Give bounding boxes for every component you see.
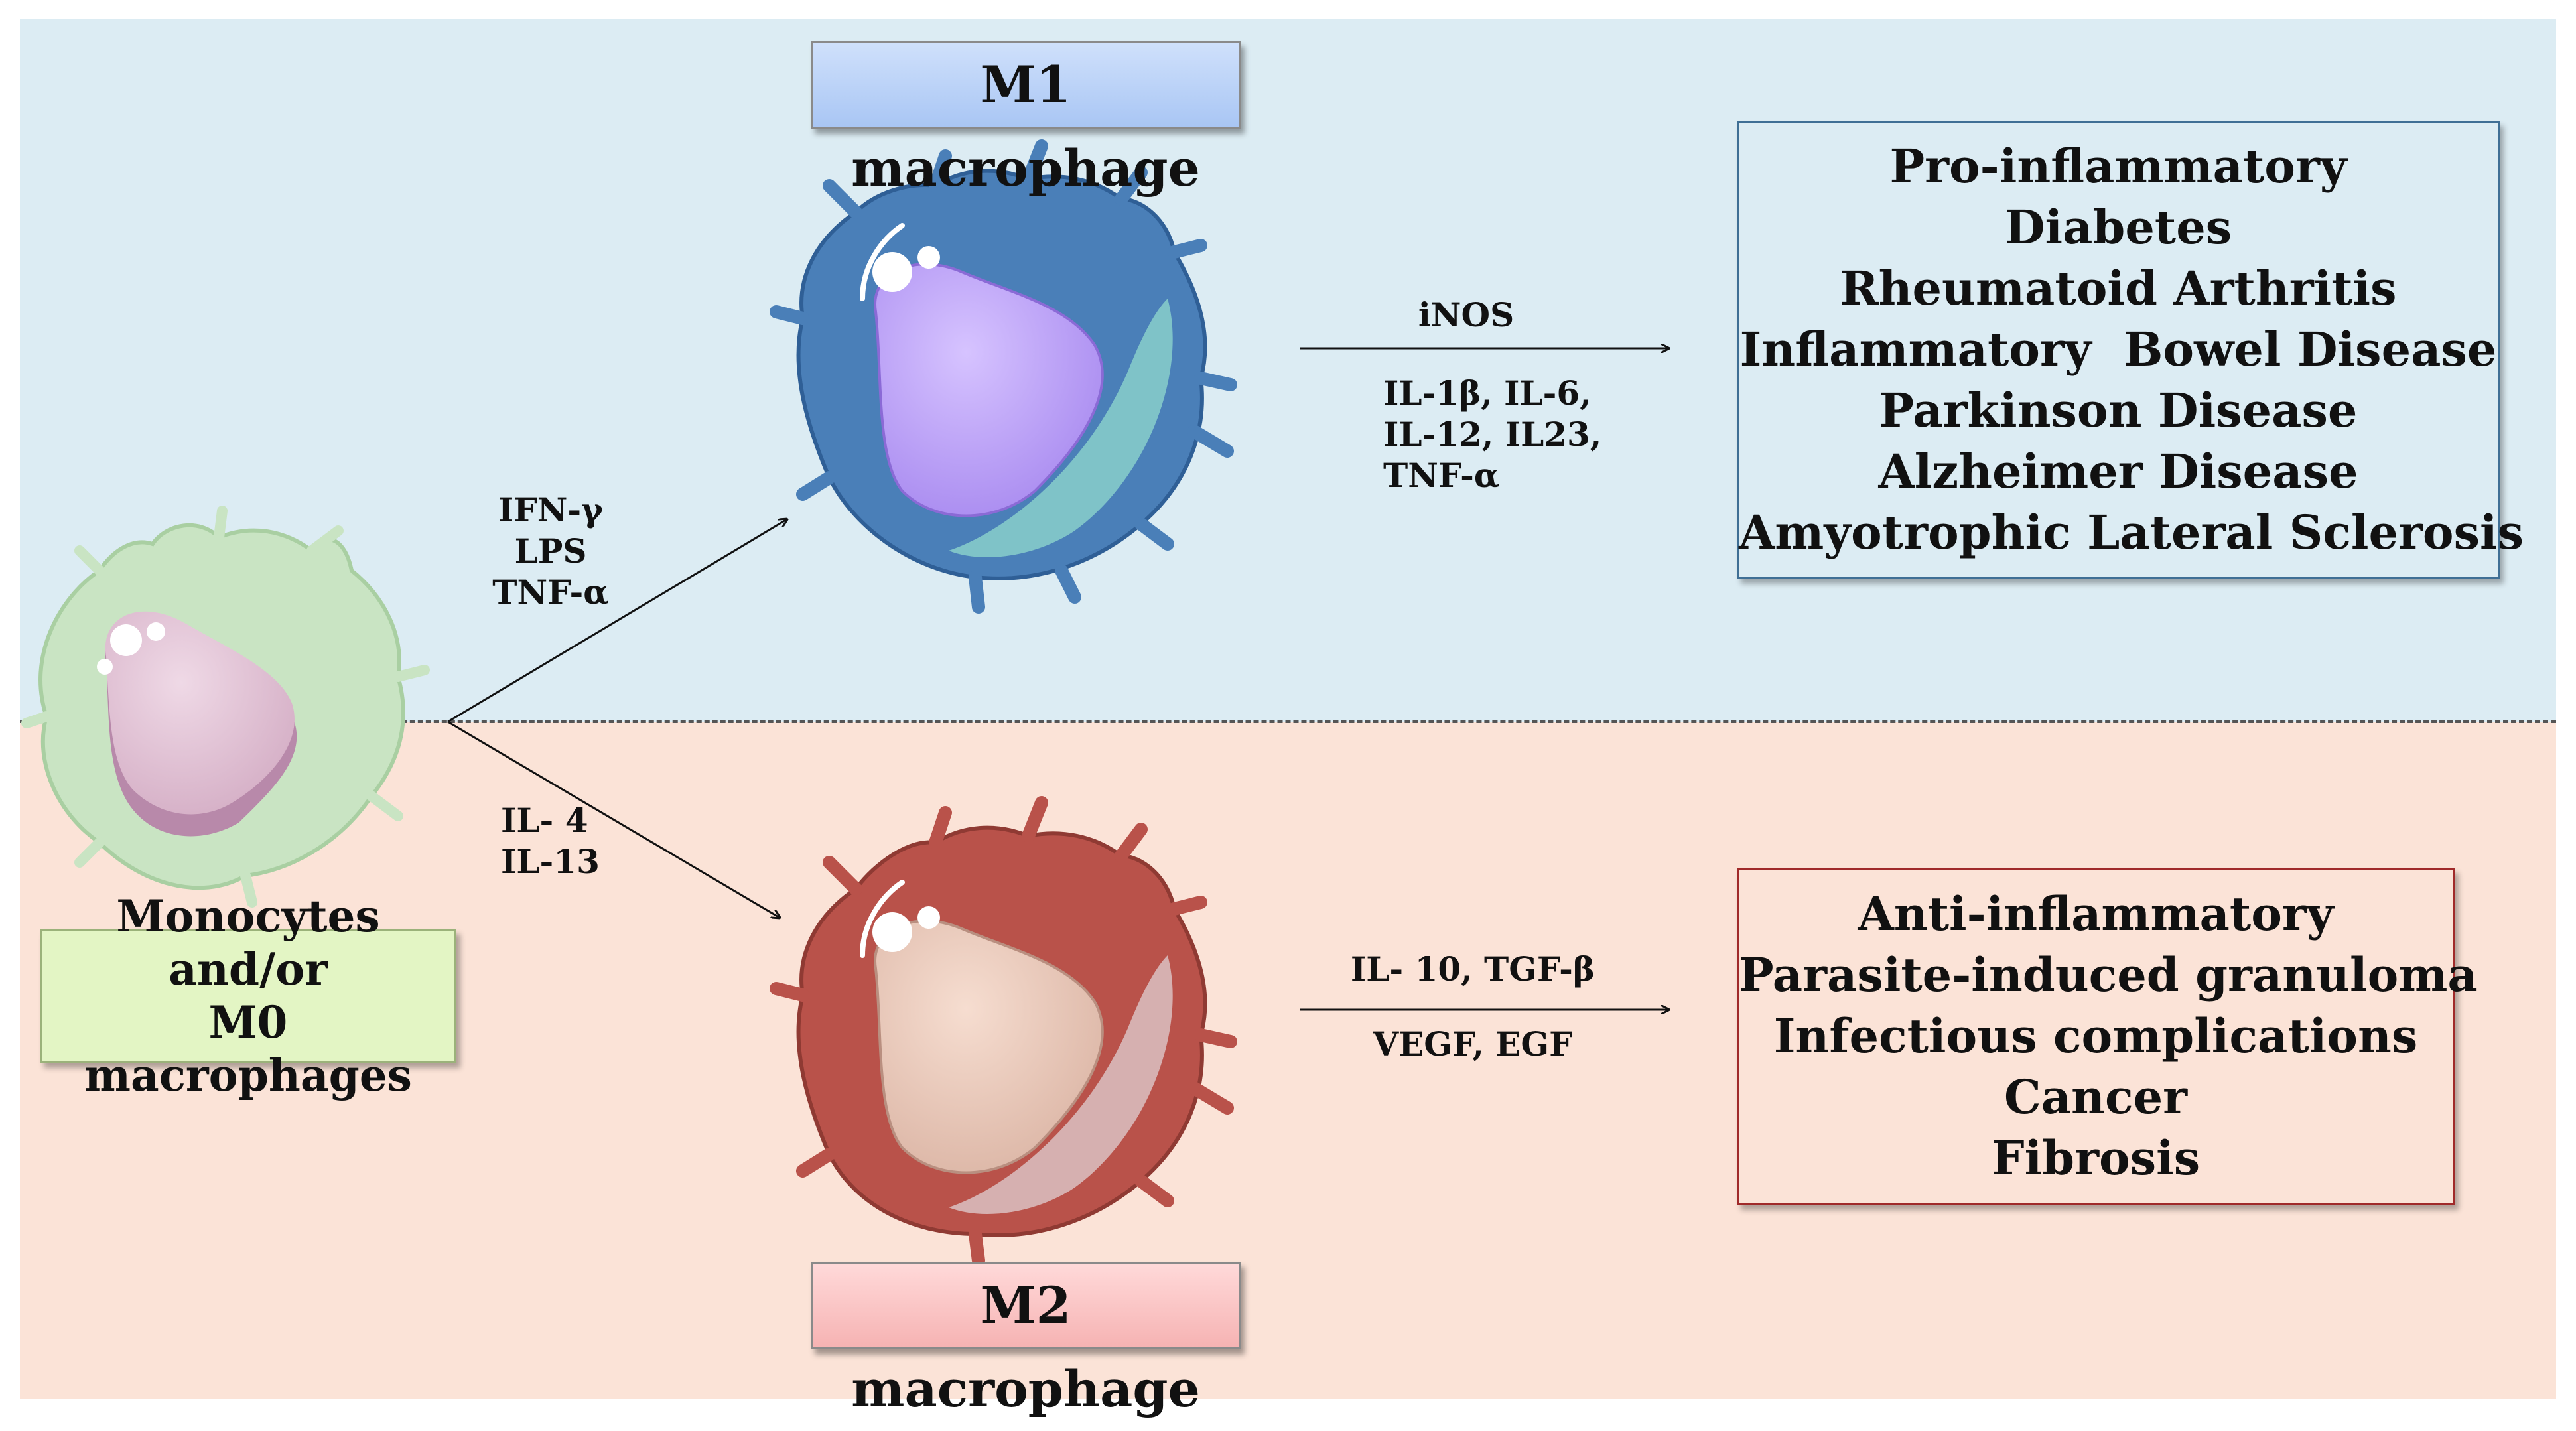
- monocyte-label-line-2: M0 macrophages: [84, 996, 412, 1101]
- m1-disease-item: Inflammatory Bowel Disease: [1739, 322, 2497, 377]
- m2-stimulus: IL-13: [501, 842, 600, 881]
- m1-diseases-box: Pro-inflammatory Diabetes Rheumatoid Art…: [1737, 121, 2524, 579]
- m1-stimulus: LPS: [514, 531, 587, 571]
- m1-disease-item: Diabetes: [2004, 200, 2232, 255]
- m2-macrophage-title: M2 macrophage: [811, 1262, 1241, 1418]
- m1-stimuli-label: IFN-γ LPS TNF-α: [484, 490, 617, 613]
- m1-secreted-top-label: iNOS: [1418, 295, 1515, 334]
- monocyte-cell-icon: [21, 506, 430, 908]
- m1-disease-item: Amyotrophic Lateral Sclerosis: [1739, 505, 2524, 560]
- m1-stimulus: IFN-γ: [498, 490, 604, 529]
- m1-disease-item: Parkinson Disease: [1879, 383, 2358, 438]
- m1-secreted-bottom-label: IL-1β, IL-6, IL-12, IL23, TNF-α: [1383, 373, 1609, 496]
- m2-disease-item: Infectious complications: [1773, 1008, 2418, 1063]
- m2-diseases-box: Anti-inflammatory Parasite-induced granu…: [1737, 868, 2478, 1205]
- m1-cytokine-line: TNF-α: [1383, 456, 1500, 495]
- m1-macrophage-title: M1 macrophage: [811, 41, 1241, 198]
- m1-disease-item: Rheumatoid Arthritis: [1840, 261, 2397, 316]
- monocyte-label-line-1: Monocytes and/or: [116, 890, 380, 995]
- m2-stimulus: IL- 4: [501, 801, 588, 840]
- arrow-to-m1: [447, 519, 787, 723]
- arrow-to-m2: [447, 720, 780, 918]
- m1-cytokine-line: IL-1β, IL-6,: [1383, 374, 1592, 413]
- m2-secreted-top-label: IL- 10, TGF-β: [1350, 949, 1595, 988]
- m2-stimuli-label: IL- 4 IL-13: [501, 800, 634, 882]
- m1-stimulus: TNF-α: [492, 573, 609, 612]
- m2-disease-item: Parasite-induced granuloma: [1739, 947, 2478, 1002]
- m2-disease-item: Fibrosis: [1991, 1130, 2201, 1186]
- m2-secreted-bottom-label: VEGF, EGF: [1373, 1024, 1573, 1063]
- m1-disease-item: Alzheimer Disease: [1878, 444, 2358, 499]
- m2-disease-item: Anti-inflammatory: [1858, 886, 2334, 941]
- m1-cytokine-line: IL-12, IL23,: [1383, 415, 1602, 454]
- monocyte-label-box: Monocytes and/or M0 macrophages: [40, 890, 456, 1101]
- m1-disease-item: Pro-inflammatory: [1889, 139, 2347, 194]
- m1-macrophage-cell-icon: [770, 139, 1237, 614]
- m2-disease-item: Cancer: [2003, 1069, 2187, 1124]
- dashed-divider: [20, 720, 2556, 723]
- m2-macrophage-cell-icon: [770, 796, 1237, 1267]
